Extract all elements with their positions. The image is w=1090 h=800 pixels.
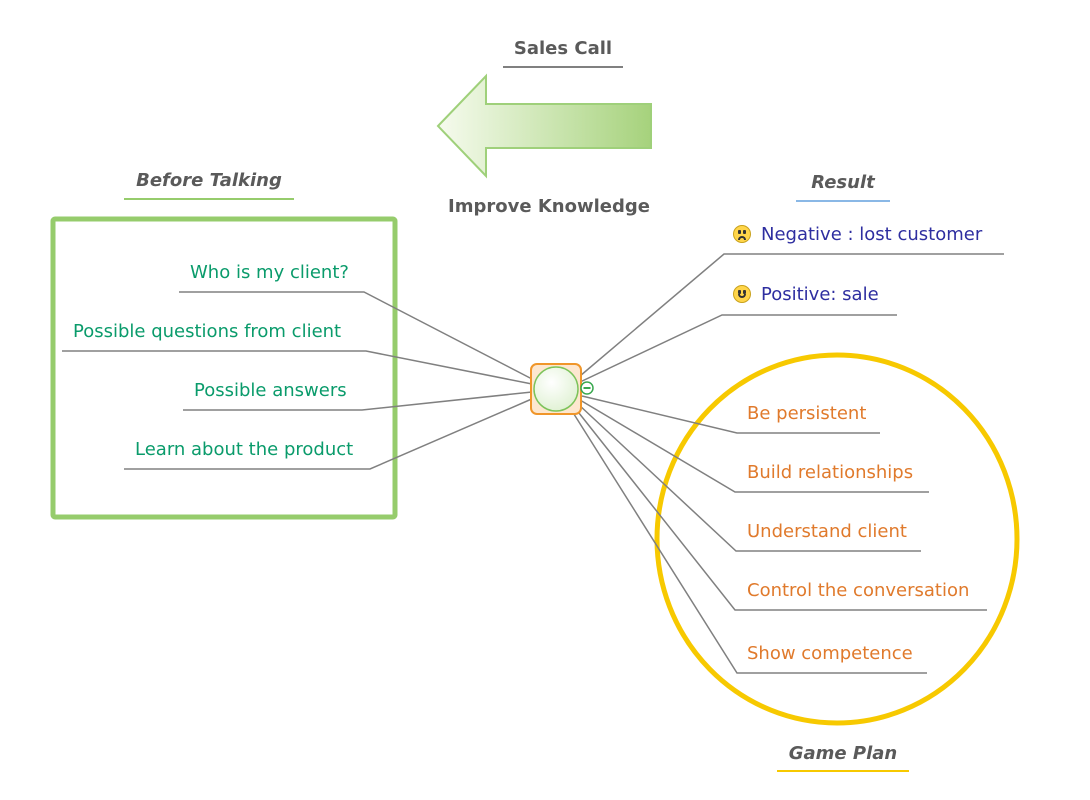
- game-plan-title: Game Plan: [788, 743, 898, 764]
- result-item-positive[interactable]: Positive: sale: [733, 284, 879, 306]
- before-talking-underline: [124, 198, 294, 200]
- before-talking-item[interactable]: Learn about the product: [135, 439, 354, 460]
- link-control-conversation: [574, 407, 987, 611]
- result-item-negative[interactable]: Negative : lost customer: [733, 224, 982, 246]
- game-plan-item[interactable]: Build relationships: [747, 462, 914, 483]
- central-node[interactable]: [533, 366, 579, 412]
- result-item-label: Negative : lost customer: [761, 224, 983, 245]
- result-title: Result: [811, 172, 875, 193]
- game-plan-item[interactable]: Be persistent: [747, 403, 867, 424]
- collapse-icon[interactable]: [580, 381, 594, 395]
- link-learn-about-product: [124, 397, 535, 470]
- link-possible-answers: [183, 391, 533, 411]
- game-plan-item[interactable]: Show competence: [747, 643, 913, 664]
- before-talking-box: [50, 216, 398, 520]
- link-build-relationships: [579, 399, 929, 493]
- game-plan-underline: [777, 770, 909, 772]
- sad-face-icon: [733, 225, 751, 243]
- link-be-persistent: [581, 395, 880, 434]
- link-understand-client: [577, 403, 921, 552]
- result-item-label: Positive: sale: [761, 284, 879, 305]
- before-talking-item[interactable]: Possible questions from client: [73, 321, 342, 342]
- game-plan-circle: [654, 352, 1020, 726]
- main-title-underline: [503, 66, 623, 68]
- before-talking-item[interactable]: Possible answers: [194, 380, 347, 401]
- result-underline: [796, 200, 890, 202]
- before-talking-title: Before Talking: [136, 170, 282, 191]
- game-plan-item[interactable]: Control the conversation: [747, 580, 970, 601]
- game-plan-item[interactable]: Understand client: [747, 521, 907, 542]
- arrow-label: Improve Knowledge: [448, 196, 650, 217]
- link-negative: [579, 253, 1004, 377]
- link-possible-questions: [62, 350, 533, 385]
- before-talking-item[interactable]: Who is my client?: [190, 262, 349, 283]
- link-who-is-my-client: [179, 291, 533, 380]
- smiley-face-icon: [733, 285, 751, 303]
- improve-knowledge-arrow: [436, 73, 652, 179]
- link-positive: [579, 314, 897, 383]
- link-show-competence: [571, 410, 927, 674]
- main-title: Sales Call: [513, 38, 613, 59]
